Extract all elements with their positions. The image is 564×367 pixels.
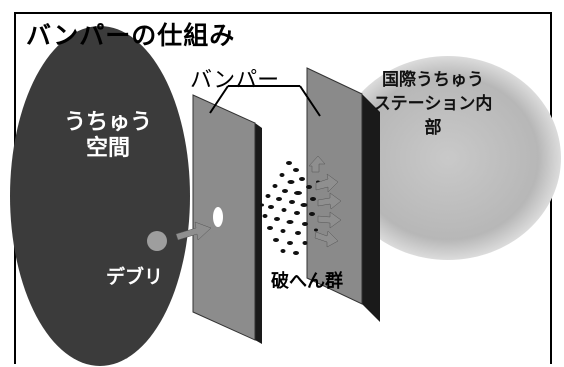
bumper-panel — [192, 94, 256, 341]
impact-arrows — [308, 155, 342, 248]
bumper-leader-line — [299, 85, 321, 117]
debris-arrow — [175, 221, 212, 241]
impact-arrow — [317, 192, 342, 210]
station-interior-area — [335, 56, 561, 260]
impact-arrow — [308, 155, 326, 173]
debris-label: デブリ — [106, 266, 164, 288]
fragment-cloud — [260, 161, 320, 255]
space-label: うちゅう空間 — [63, 110, 152, 161]
fragments-label: 破へん群 — [271, 271, 343, 292]
page-title: バンパーの仕組み — [26, 21, 236, 50]
station-wall — [306, 67, 363, 305]
bumper-label: バンパー — [190, 68, 280, 93]
bumper-hole — [213, 207, 223, 227]
impact-arrow — [315, 173, 339, 193]
station-wall-side — [362, 94, 380, 322]
impact-arrow — [317, 211, 342, 229]
impact-arrow — [314, 230, 339, 248]
station-label: 国際うちゅうステーション内部 — [373, 70, 493, 138]
debris-particle — [147, 231, 167, 251]
bumper-leader-line — [209, 85, 229, 114]
bumper-panel-side — [255, 123, 262, 344]
space-area — [10, 26, 190, 366]
